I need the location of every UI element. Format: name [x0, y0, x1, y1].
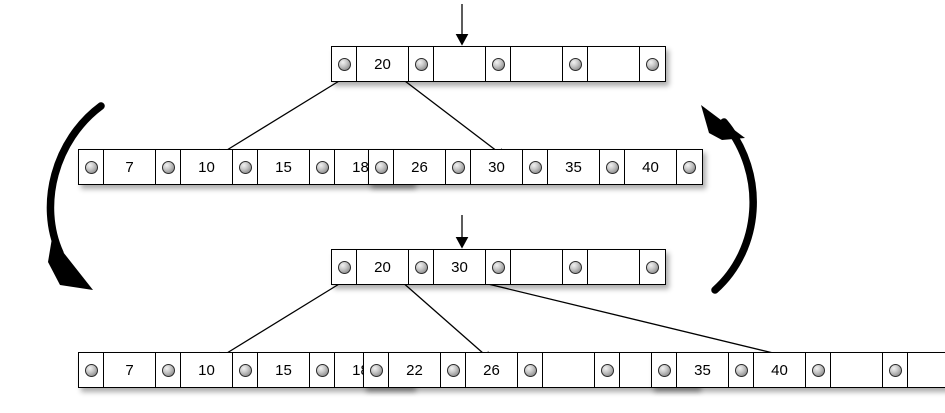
pointer-dot-icon [451, 160, 465, 174]
key-cell[interactable]: 15 [258, 353, 310, 387]
key-cell[interactable]: 22 [389, 353, 441, 387]
key-cell[interactable]: 7 [104, 150, 156, 184]
pointer-cell[interactable] [369, 150, 394, 184]
pointer-dot-icon [646, 57, 659, 71]
key-cell[interactable]: 20 [357, 47, 409, 81]
pointer-cell[interactable] [518, 353, 543, 387]
key-cell[interactable]: 30 [434, 250, 486, 284]
pointer-cell[interactable] [563, 47, 588, 81]
key-cell[interactable]: 7 [104, 353, 156, 387]
pointer-dot-icon [84, 160, 98, 174]
pointer-cell[interactable] [677, 150, 702, 184]
pointer-cell[interactable] [600, 150, 625, 184]
pointer-cell[interactable] [486, 250, 511, 284]
pointer-cell[interactable] [332, 250, 357, 284]
pointer-dot-icon [734, 363, 748, 377]
pointer-dot-icon [528, 160, 542, 174]
child-link-after-left [213, 280, 345, 362]
pointer-dot-icon [414, 260, 428, 274]
pointer-cell[interactable] [523, 150, 548, 184]
pointer-cell[interactable] [486, 47, 511, 81]
pointer-dot-icon [600, 363, 614, 377]
key-cell[interactable]: 40 [754, 353, 806, 387]
child-link-after-middle [400, 280, 493, 362]
pointer-cell[interactable] [441, 353, 466, 387]
key-cell[interactable]: 20 [357, 250, 409, 284]
pointer-cell[interactable] [409, 250, 434, 284]
key-cell[interactable] [511, 47, 563, 81]
pointer-dot-icon [568, 260, 582, 274]
pointer-cell[interactable] [640, 250, 665, 284]
pointer-cell[interactable] [233, 150, 258, 184]
pointer-dot-icon [337, 260, 351, 274]
key-cell[interactable] [543, 353, 595, 387]
pointer-cell[interactable] [409, 47, 434, 81]
key-cell[interactable]: 35 [677, 353, 729, 387]
curved-arrow-down-head [48, 238, 93, 290]
pointer-cell[interactable] [595, 353, 620, 387]
pointer-dot-icon [369, 363, 383, 377]
pointer-cell[interactable] [806, 353, 831, 387]
pointer-dot-icon [84, 363, 98, 377]
child-link-before-right [400, 77, 507, 159]
pointer-cell[interactable] [652, 353, 677, 387]
key-cell[interactable] [434, 47, 486, 81]
root-node-after[interactable]: 20 30 [331, 249, 666, 285]
pointer-dot-icon [315, 160, 329, 174]
pointer-cell[interactable] [332, 47, 357, 81]
pointer-dot-icon [238, 160, 252, 174]
pointer-dot-icon [523, 363, 537, 377]
pointer-cell[interactable] [310, 150, 335, 184]
pointer-dot-icon [238, 363, 252, 377]
child-link-before-left [213, 77, 345, 159]
leaf-node-after-left[interactable]: 7 10 15 18 [78, 352, 413, 388]
pointer-cell[interactable] [563, 250, 588, 284]
pointer-dot-icon [491, 57, 505, 71]
pointer-dot-icon [337, 57, 351, 71]
pointer-cell[interactable] [883, 353, 908, 387]
key-cell[interactable]: 35 [548, 150, 600, 184]
key-cell[interactable] [511, 250, 563, 284]
pointer-dot-icon [374, 160, 388, 174]
pointer-cell[interactable] [729, 353, 754, 387]
pointer-dot-icon [657, 363, 671, 377]
curved-arrow-down-icon [46, 102, 105, 257]
pointer-cell[interactable] [640, 47, 665, 81]
pointer-dot-icon [491, 260, 505, 274]
pointer-dot-icon [161, 160, 175, 174]
pointer-dot-icon [683, 160, 696, 174]
pointer-cell[interactable] [233, 353, 258, 387]
leaf-node-before-left[interactable]: 7 10 15 18 [78, 149, 413, 185]
key-cell[interactable]: 15 [258, 150, 310, 184]
curved-arrow-up-head [701, 105, 745, 140]
key-cell[interactable]: 26 [394, 150, 446, 184]
key-cell[interactable] [831, 353, 883, 387]
pointer-cell[interactable] [156, 353, 181, 387]
pointer-dot-icon [414, 57, 428, 71]
pointer-cell[interactable] [156, 150, 181, 184]
pointer-cell[interactable] [364, 353, 389, 387]
pointer-dot-icon [605, 160, 619, 174]
leaf-node-before-right[interactable]: 26 30 35 40 [368, 149, 703, 185]
key-cell[interactable] [588, 250, 640, 284]
pointer-dot-icon [568, 57, 582, 71]
pointer-cell[interactable] [446, 150, 471, 184]
pointer-dot-icon [646, 260, 659, 274]
pointer-cell[interactable] [79, 150, 104, 184]
root-node-before[interactable]: 20 [331, 46, 666, 82]
curved-arrow-up-icon [711, 118, 757, 294]
pointer-dot-icon [161, 363, 175, 377]
pointer-dot-icon [811, 363, 825, 377]
child-link-after-right [458, 276, 807, 364]
key-cell[interactable] [908, 353, 945, 387]
pointer-cell[interactable] [310, 353, 335, 387]
pointer-dot-icon [446, 363, 460, 377]
pointer-dot-icon [315, 363, 329, 377]
key-cell[interactable]: 40 [625, 150, 677, 184]
pointer-dot-icon [888, 363, 902, 377]
key-cell[interactable] [588, 47, 640, 81]
pointer-cell[interactable] [79, 353, 104, 387]
